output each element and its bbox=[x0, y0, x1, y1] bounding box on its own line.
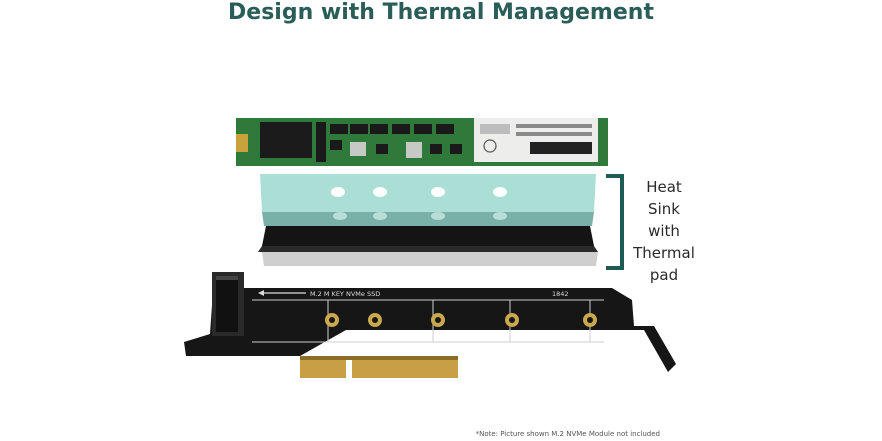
heatsink-label-line3: Thermal bbox=[633, 244, 695, 262]
pcie-gold-fingers-long bbox=[352, 356, 458, 378]
controller-chip bbox=[260, 122, 312, 158]
heatsink-bracket bbox=[606, 174, 624, 270]
page-title: Design with Thermal Management bbox=[228, 0, 654, 25]
heat-sink bbox=[260, 174, 596, 226]
pcie-gold-fingers-short bbox=[300, 356, 346, 378]
heatsink-label-line4: pad bbox=[649, 266, 679, 284]
m2-ssd-module bbox=[236, 118, 608, 166]
footnote: *Note: Picture shown M.2 NVMe Module not… bbox=[475, 430, 660, 438]
pcie-adapter-card: M.2 M KEY NVMe SSD 1842 bbox=[184, 272, 676, 378]
heatsink-label-line1: Heat Sink bbox=[646, 178, 682, 218]
heatsink-label: Heat Sink with Thermal pad bbox=[628, 176, 700, 286]
date-code: 1842 bbox=[552, 290, 569, 298]
slot-silkscreen-label: M.2 M KEY NVMe SSD bbox=[310, 290, 380, 298]
thermal-pad bbox=[258, 226, 598, 266]
heatsink-label-line2: with bbox=[648, 222, 680, 240]
